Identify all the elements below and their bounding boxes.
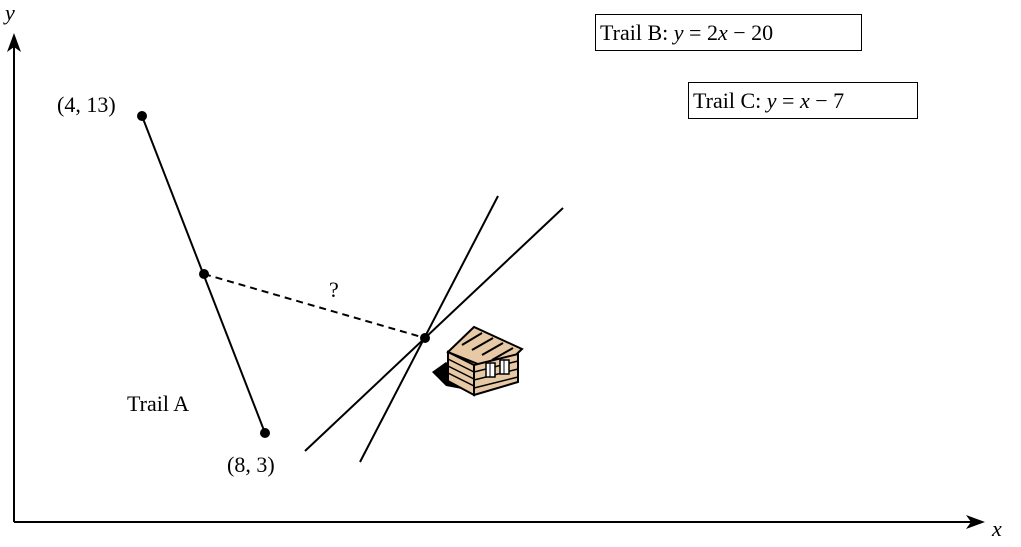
- trail-b-equation-box: Trail B: y = 2x − 20: [595, 14, 862, 51]
- trail-b-var-x: x: [717, 20, 728, 45]
- trail-a-top-point-label: (4, 13): [57, 92, 116, 117]
- trail-c-tail: − 7: [809, 88, 845, 113]
- y-axis-label: y: [3, 0, 15, 25]
- y-axis-arrowhead: [7, 33, 21, 52]
- distance-question-mark: ?: [329, 277, 339, 302]
- x-axis-label: x: [991, 516, 1002, 541]
- x-axis-arrowhead: [966, 515, 985, 529]
- trail-b-eq: = 2: [683, 20, 718, 45]
- trail-a-bottom-point-label: (8, 3): [227, 452, 275, 477]
- trail-b-line: [359, 195, 499, 463]
- trail-b-var-y: y: [673, 20, 684, 45]
- intersection-point: [420, 333, 430, 343]
- trail-c-equation-box: Trail C: y = x − 7: [688, 82, 918, 119]
- trail-b-prefix: Trail B:: [600, 20, 674, 45]
- trail-a-bottom-point: [260, 428, 270, 438]
- trail-c-eq: =: [776, 88, 800, 113]
- trail-c-var-y: y: [766, 88, 777, 113]
- trail-c-line: [304, 207, 564, 452]
- trail-c-var-x: x: [799, 88, 810, 113]
- distance-dashed-line: [203, 273, 426, 339]
- trail-c-prefix: Trail C:: [693, 88, 767, 113]
- trail-b-tail: − 20: [727, 20, 774, 45]
- cabin-icon: [432, 325, 524, 397]
- trail-a-label: Trail A: [127, 391, 189, 416]
- trail-a-top-point: [137, 111, 147, 121]
